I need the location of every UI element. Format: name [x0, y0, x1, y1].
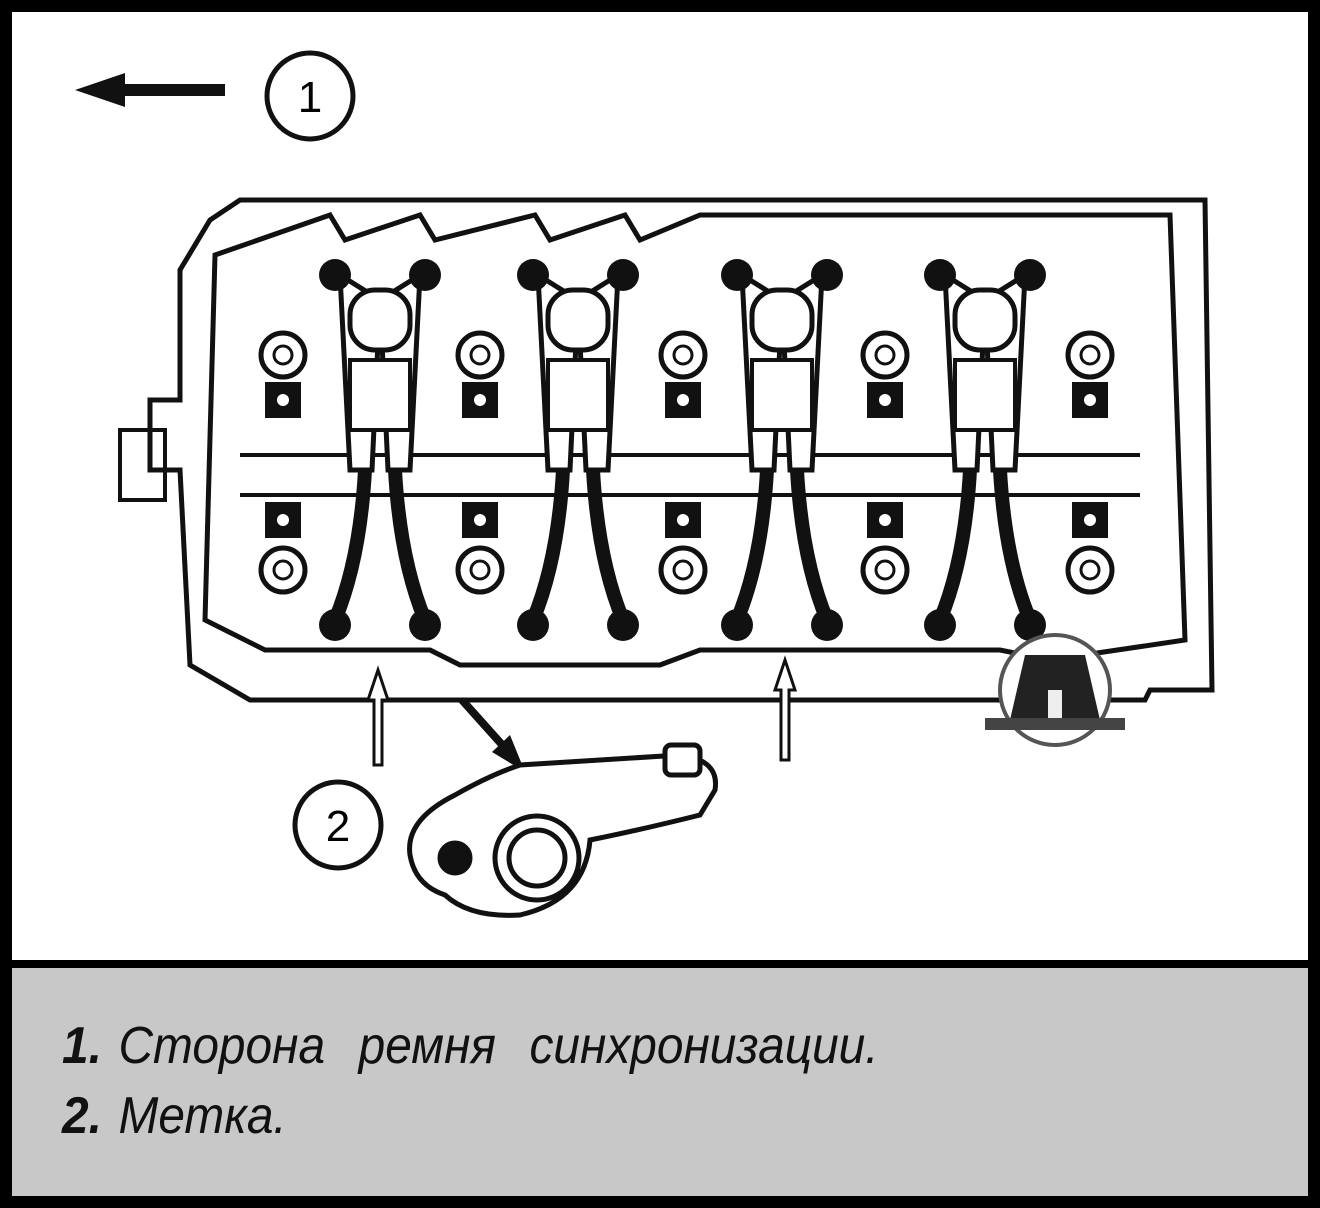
holder-bolt: [879, 514, 891, 526]
rocker-arm-detail: [407, 742, 719, 918]
direction-arrow-icon: [75, 73, 225, 107]
callout-2: 2: [292, 779, 384, 871]
rocker-body: [750, 358, 814, 432]
valve-spring: [749, 287, 815, 353]
valve-tip: [607, 259, 639, 291]
rocker-pair: [721, 259, 843, 641]
valve-tip: [721, 609, 753, 641]
holder-bolt: [277, 394, 289, 406]
head-bolt-center: [1079, 559, 1101, 581]
monolith-logo: [985, 633, 1125, 747]
rocker-pair: [924, 259, 1046, 641]
caption-item-1: 1. Сторона ремня синхронизации.: [62, 1016, 879, 1076]
valve-tip: [409, 259, 441, 291]
holder-bolt: [677, 514, 689, 526]
valve-tip: [517, 609, 549, 641]
holder-bolt: [1084, 394, 1096, 406]
rocker-body: [546, 358, 610, 432]
head-bolt-center: [874, 559, 896, 581]
rocker-arm-lower: [730, 469, 834, 623]
rocker-pair: [319, 259, 441, 641]
valve-tip: [607, 609, 639, 641]
valve-tip: [409, 609, 441, 641]
valve-spring: [347, 287, 413, 353]
callout-1-label: 1: [298, 73, 322, 122]
rocker-body: [348, 358, 412, 432]
head-bolt-center: [874, 344, 896, 366]
head-bolt-center: [469, 559, 491, 581]
callout-1: 1: [264, 50, 356, 142]
caption-item-number: 1.: [62, 1017, 102, 1075]
valve-tip: [1014, 259, 1046, 291]
caption-item-2: 2. Метка.: [62, 1086, 287, 1146]
valve-tip: [319, 609, 351, 641]
figure-caption: 1. Сторона ремня синхронизации. 2. Метка.: [12, 968, 1308, 1196]
rocker-body: [953, 358, 1017, 432]
valve-tip: [721, 259, 753, 291]
holder-bolt: [677, 394, 689, 406]
holder-bolt: [474, 514, 486, 526]
rocker-arm-lower: [933, 469, 1037, 623]
caption-item-text: Метка.: [118, 1087, 287, 1145]
valve-tip: [319, 259, 351, 291]
rocker-arm-lower: [328, 469, 432, 623]
head-bolt-center: [272, 344, 294, 366]
pointer-arrow-icon: [459, 697, 525, 772]
valve-tip: [811, 609, 843, 641]
head-bolt-center: [272, 559, 294, 581]
head-bolt-center: [672, 559, 694, 581]
head-bolt-center: [672, 344, 694, 366]
holder-bolt: [1084, 514, 1096, 526]
holder-bolt: [879, 394, 891, 406]
valve-spring: [545, 287, 611, 353]
head-bolt-center: [469, 344, 491, 366]
valve-tip: [811, 259, 843, 291]
mark-arrows: [365, 655, 798, 767]
diagram-svg: 1: [75, 50, 1215, 918]
head-bolts: [258, 330, 1115, 595]
valve-tip: [924, 609, 956, 641]
valve-tip: [924, 259, 956, 291]
rocker-arm-lower: [526, 469, 630, 623]
rocker-assemblies: [319, 259, 1046, 641]
holder-bolt: [277, 514, 289, 526]
cylinder-head: [118, 197, 1215, 703]
engine-head-diagram: 1: [12, 12, 1308, 960]
valve-tip: [517, 259, 549, 291]
valve-spring: [952, 287, 1018, 353]
callout-2-label: 2: [326, 802, 350, 851]
head-bolt-center: [1079, 344, 1101, 366]
caption-item-number: 2.: [62, 1087, 102, 1145]
caption-item-text: Сторона ремня синхронизации.: [118, 1017, 879, 1075]
valve-tip: [1014, 609, 1046, 641]
holder-bolt: [474, 394, 486, 406]
rocker-pair: [517, 259, 639, 641]
